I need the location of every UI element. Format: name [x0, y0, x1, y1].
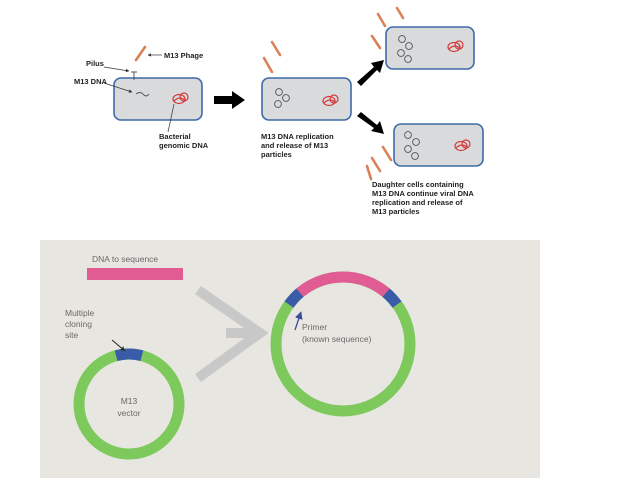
cell-body	[113, 77, 203, 121]
cell-body	[393, 123, 484, 167]
primer-pointer	[294, 311, 303, 331]
label-daughter-line2: M13 DNA continue viral DNA	[372, 189, 474, 198]
infected-cell	[113, 77, 203, 121]
genomic-dna-icon	[172, 92, 189, 105]
label-mcs-line2: cloning	[65, 319, 92, 329]
label-bacterial-line1: Bacterial	[159, 132, 191, 141]
label-primer-line2: (known sequence)	[302, 334, 372, 344]
label-m13-dna: M13 DNA	[74, 77, 108, 86]
label-m13-vector-line1: M13	[121, 396, 138, 406]
genomic-dna-pointer	[167, 103, 175, 133]
top-panel: M13 Phage Pilus M13 DNA Bacterial genomi…	[74, 6, 484, 216]
label-m13-phage: M13 Phage	[164, 51, 203, 60]
cell-body	[261, 77, 352, 121]
daughter-cell-bottom	[393, 123, 484, 167]
genomic-dna-icon	[447, 40, 464, 53]
cloning-site	[114, 348, 144, 362]
m13-dna-strand	[135, 92, 150, 97]
label-primer-line1: Primer	[302, 322, 327, 332]
label-mcs-line1: Multiple	[65, 308, 95, 318]
label-dna-to-sequence: DNA to sequence	[92, 254, 158, 264]
label-daughter-line4: M13 particles	[372, 207, 420, 216]
label-daughter-line1: Daughter cells containing	[372, 180, 464, 189]
label-replication-line3: particles	[261, 150, 292, 159]
process-arrow-up	[357, 60, 384, 86]
m13-phage	[395, 6, 405, 20]
label-pilus: Pilus	[86, 59, 104, 68]
genomic-dna-icon	[454, 139, 471, 152]
m13-phage	[134, 45, 147, 62]
process-arrow-down	[357, 112, 384, 134]
m13-dna-circles	[274, 88, 290, 108]
label-daughter-line3: replication and release of	[372, 198, 463, 207]
m13-dna-circles	[397, 35, 413, 63]
process-arrow-right	[214, 91, 245, 109]
cell-body	[385, 26, 475, 70]
label-bacterial-line2: genomic DNA	[159, 141, 209, 150]
cloning-site-pointer	[111, 339, 126, 352]
m13-phage	[365, 164, 373, 181]
m13-dna-pointer	[103, 82, 133, 93]
cloning-site-left	[284, 288, 304, 308]
insert-segment	[296, 271, 390, 298]
pilus-pointer	[103, 66, 130, 73]
cloning-site-right	[382, 288, 402, 308]
bottom-panel: DNA to sequence Multiple cloning site M1…	[40, 240, 540, 478]
label-replication-line1: M13 DNA replication	[261, 132, 334, 141]
dna-insert-bar	[87, 268, 183, 280]
label-replication-line2: and release of M13	[261, 141, 328, 150]
m13-phage	[370, 156, 382, 173]
m13-dna-circles	[404, 131, 420, 160]
label-mcs-line3: site	[65, 330, 79, 340]
daughter-cell-top	[385, 26, 475, 70]
label-m13-vector-line2: vector	[117, 408, 140, 418]
m13-phage	[381, 145, 393, 162]
replicating-cell	[261, 77, 352, 121]
m13-phage	[270, 40, 282, 57]
genomic-dna-icon	[322, 94, 339, 107]
m13-phage	[262, 56, 274, 74]
m13-phage	[370, 34, 382, 50]
m13-phage	[376, 12, 387, 28]
